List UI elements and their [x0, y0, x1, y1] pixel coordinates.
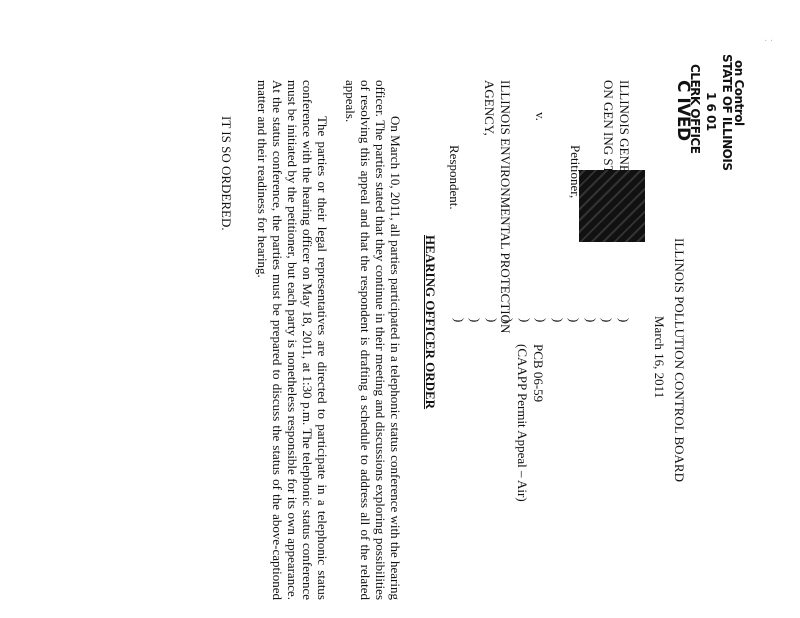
caption-versus: v.	[533, 112, 548, 121]
caption-respondent-name-2: AGENCY,	[482, 80, 497, 136]
received-stamp-line3: 1 6 01	[704, 92, 718, 131]
caption-parentheses: ) ) ) ) ) ) ) ) ) ) )	[452, 318, 632, 323]
caption-respondent-name-1: ILLINOIS ENVIRONMENTAL PROTECTION	[498, 80, 513, 334]
order-title: HEARING OFFICER ORDER	[423, 235, 438, 410]
order-paragraph-1: On March 10, 2011, all parties participa…	[343, 80, 403, 600]
order-paragraph-2: The parties or their legal representativ…	[255, 80, 330, 600]
received-stamp-line2: CLERK OFFICE	[688, 64, 702, 154]
scan-mark: · ·	[764, 36, 774, 47]
case-type: (CAAPP Permit Appeal – Air)	[515, 344, 530, 502]
order-date: March 16, 2011	[652, 316, 667, 399]
redaction-box	[579, 170, 645, 242]
caption-petitioner: Petitioner,	[568, 145, 583, 199]
board-name: ILLINOIS POLLUTION CONTROL BOARD	[672, 238, 687, 482]
order-closing: IT IS SO ORDERED.	[219, 116, 234, 231]
case-number: PCB 06-59	[531, 344, 546, 403]
received-stamp-line5: on Control	[732, 60, 746, 126]
caption-respondent: Respondent.	[447, 145, 462, 210]
